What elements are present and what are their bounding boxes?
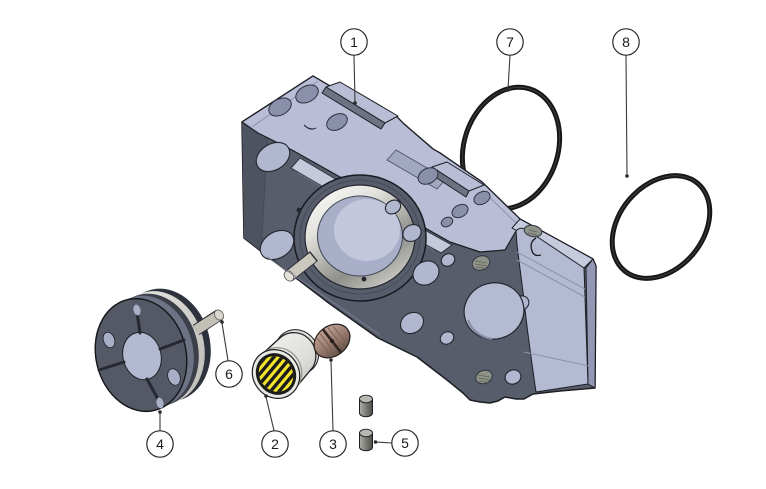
leader-line-3 [330, 360, 334, 431]
coupling-bolt-hole-left [102, 331, 116, 349]
leader-line-2 [265, 396, 275, 431]
callout-balloon-2[interactable]: 2 [261, 430, 289, 458]
balloon-number-2: 2 [271, 436, 279, 452]
housing-top-holes [268, 84, 491, 228]
balloon-number-3: 3 [329, 436, 337, 452]
balloon-number-7: 7 [506, 34, 514, 50]
housing-clip-detail [530, 237, 542, 257]
housing-large-hole [463, 282, 525, 340]
balloon-number-5: 5 [401, 435, 409, 451]
callout-balloon-6[interactable]: 6 [215, 360, 243, 388]
leader-line-1 [353, 55, 356, 103]
part-small-pin-upper[interactable] [359, 394, 373, 418]
balloon-number-4: 4 [156, 436, 164, 452]
balloon-number-1: 1 [350, 34, 358, 50]
housing-end-box [511, 218, 597, 393]
housing-rail-tab [321, 81, 399, 130]
callout-balloon-8[interactable]: 8 [612, 28, 640, 56]
leader-lines [158, 55, 629, 444]
part-o-ring-small[interactable] [592, 156, 730, 297]
coupling-bolt-hole-right [167, 368, 181, 386]
leader-line-8 [625, 55, 628, 176]
callout-balloon-3[interactable]: 3 [319, 430, 347, 458]
part-needle-bearing[interactable] [243, 321, 328, 408]
housing-rail-tab-right [428, 161, 485, 198]
part-slotted-plug[interactable] [307, 317, 356, 365]
housing-threaded-holes [471, 255, 493, 385]
part-pin[interactable] [192, 308, 225, 336]
callout-balloons: 1 2 3 4 5 6 7 8 [146, 28, 640, 458]
part-small-pin-lower[interactable] [359, 428, 373, 452]
callout-balloon-7[interactable]: 7 [496, 28, 524, 56]
balloon-number-8: 8 [622, 34, 630, 50]
housing-front-holes [255, 141, 530, 385]
part-housing[interactable] [241, 75, 597, 404]
coupling-cross-slots [97, 310, 186, 403]
part-coupling-disc[interactable] [84, 279, 223, 421]
leader-line-5 [375, 441, 392, 444]
leader-line-6 [221, 322, 229, 361]
balloon-number-6: 6 [225, 366, 233, 382]
leader-line-7 [507, 55, 511, 90]
callout-balloon-4[interactable]: 4 [146, 430, 174, 458]
callout-balloon-5[interactable]: 5 [391, 429, 419, 457]
callout-balloon-1[interactable]: 1 [340, 28, 368, 56]
